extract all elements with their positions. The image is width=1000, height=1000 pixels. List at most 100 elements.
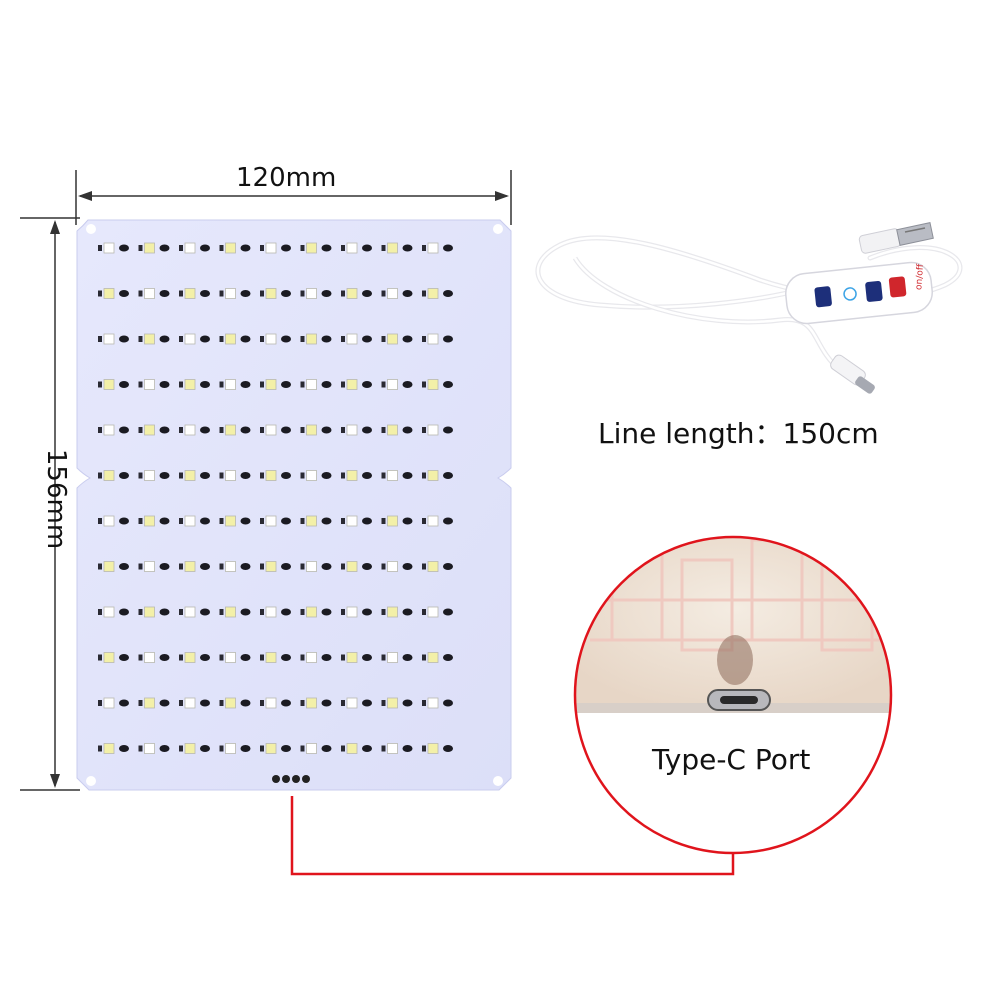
- led-pad: [179, 472, 183, 479]
- board-connector: [272, 775, 310, 783]
- smd-component: [200, 244, 210, 252]
- led-pad: [179, 745, 183, 752]
- led-chip: [427, 652, 439, 663]
- led-chip: [103, 333, 115, 345]
- smd-component: [159, 426, 170, 434]
- led-chip: [225, 697, 236, 709]
- led-chip: [265, 697, 277, 709]
- led-chip: [346, 470, 358, 481]
- smd-component: [281, 563, 291, 570]
- led-pad: [341, 518, 345, 524]
- led-pad: [98, 654, 102, 661]
- smd-component: [443, 472, 453, 479]
- led-chip: [387, 561, 398, 572]
- smd-component: [159, 335, 170, 343]
- led-pad: [219, 518, 224, 524]
- led-chip: [387, 606, 398, 618]
- led-chip: [103, 606, 115, 618]
- led-chip: [144, 288, 155, 299]
- smd-component: [402, 517, 413, 525]
- led-pad: [138, 427, 143, 433]
- led-pad: [381, 518, 386, 524]
- smd-component: [119, 517, 129, 525]
- brightness-up-button: [865, 280, 883, 302]
- led-pad: [138, 472, 143, 479]
- led-chip: [346, 288, 358, 299]
- cable-length-caption: Line length：150cm: [598, 417, 879, 450]
- smd-component: [200, 608, 210, 616]
- smd-component: [119, 244, 129, 252]
- led-chip: [103, 288, 115, 299]
- led-pad: [341, 381, 345, 388]
- led-chip: [184, 697, 196, 709]
- led-chip: [225, 242, 236, 254]
- smd-component: [321, 517, 332, 525]
- led-pad: [381, 609, 386, 615]
- smd-component: [321, 745, 332, 752]
- led-chip: [265, 652, 277, 663]
- smd-component: [200, 290, 210, 297]
- smd-component: [281, 517, 291, 525]
- led-pad: [260, 563, 264, 570]
- led-pad: [381, 745, 386, 752]
- led-pad: [300, 427, 305, 433]
- led-pad: [300, 745, 305, 752]
- smd-component: [321, 426, 332, 434]
- smd-component: [321, 381, 332, 388]
- led-pad: [300, 290, 305, 297]
- led-chip: [387, 652, 398, 663]
- led-pad: [381, 245, 386, 251]
- smd-component: [159, 563, 170, 570]
- led-pad: [422, 609, 426, 615]
- led-chip: [306, 379, 317, 390]
- led-pad: [179, 290, 183, 297]
- led-chip: [265, 242, 277, 254]
- smd-component: [443, 244, 453, 252]
- led-chip: [144, 470, 155, 481]
- led-chip: [184, 424, 196, 436]
- led-chip: [184, 242, 196, 254]
- led-pad: [98, 245, 102, 251]
- led-pad: [219, 563, 224, 570]
- led-chip: [346, 697, 358, 709]
- led-chip: [306, 242, 317, 254]
- led-pad: [300, 245, 305, 251]
- led-pad: [98, 518, 102, 524]
- led-pad: [341, 654, 345, 661]
- led-pad: [219, 609, 224, 615]
- brightness-down-button: [814, 286, 832, 308]
- led-pad: [98, 609, 102, 615]
- led-chip: [225, 743, 236, 754]
- smd-component: [362, 290, 372, 297]
- led-chip: [184, 379, 196, 390]
- led-chip: [144, 379, 155, 390]
- smd-component: [281, 699, 291, 707]
- smd-component: [159, 745, 170, 752]
- led-pad: [138, 290, 143, 297]
- led-chip: [427, 288, 439, 299]
- led-chip: [184, 606, 196, 618]
- led-pad: [381, 700, 386, 706]
- led-pad: [138, 563, 143, 570]
- smd-component: [402, 290, 413, 297]
- smd-component: [281, 244, 291, 252]
- led-pad: [179, 654, 183, 661]
- smd-component: [362, 426, 372, 434]
- led-chip: [306, 470, 317, 481]
- led-chip: [103, 470, 115, 481]
- led-chip: [144, 606, 155, 618]
- led-pad: [260, 745, 264, 752]
- led-chip: [144, 561, 155, 572]
- smd-component: [443, 608, 453, 616]
- led-pad: [179, 700, 183, 706]
- smd-component: [321, 608, 332, 616]
- led-pad: [179, 336, 183, 342]
- led-chip: [225, 379, 236, 390]
- led-pad: [98, 700, 102, 706]
- smd-component: [240, 244, 251, 252]
- smd-component: [402, 335, 413, 343]
- led-chip: [103, 743, 115, 754]
- led-pad: [341, 563, 345, 570]
- led-pad: [300, 381, 305, 388]
